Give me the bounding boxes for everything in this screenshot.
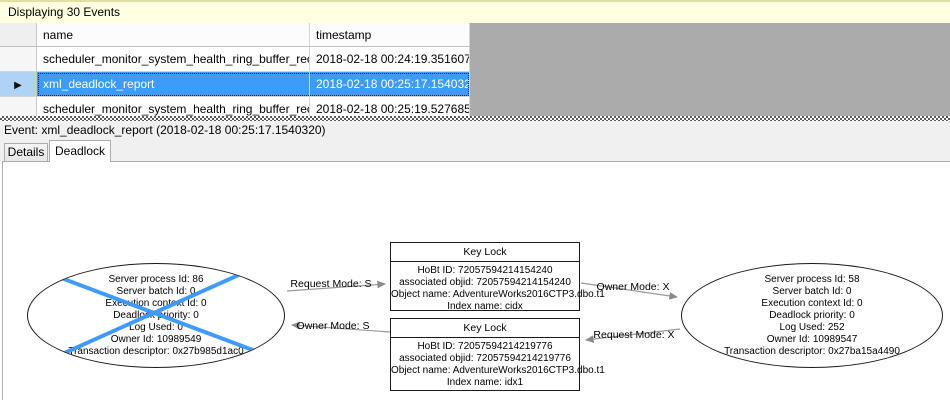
process-attr: Execution context Id: 0 xyxy=(761,297,863,309)
row-selector-cell[interactable] xyxy=(0,97,37,116)
process-attr: Transaction descriptor: 0x27ba15a4490 xyxy=(724,345,900,357)
grid-header-row: name timestamp xyxy=(0,23,950,47)
process-attr: Transaction descriptor: 0x27b985d1ac0 xyxy=(68,345,244,357)
resource-node-keylock-cidx: Key Lock HoBt ID: 72057594214154240 asso… xyxy=(390,242,605,312)
event-timestamp-cell[interactable]: 2018-02-18 00:25:17.1540320 xyxy=(310,72,470,97)
detail-tabstrip: Details Deadlock xyxy=(0,140,950,162)
event-name-cell[interactable]: scheduler_monitor_system_health_ring_buf… xyxy=(37,47,310,72)
column-header-name[interactable]: name xyxy=(37,23,310,47)
event-name-cell[interactable]: xml_deadlock_report xyxy=(37,72,310,97)
process-attr: Deadlock priority: 0 xyxy=(113,309,199,321)
event-name-cell[interactable]: scheduler_monitor_system_health_ring_buf… xyxy=(37,97,310,116)
resource-attr: HoBt ID: 72057594214154240 xyxy=(417,265,553,276)
events-grid: name timestamp scheduler_monitor_system_… xyxy=(0,23,950,116)
row-selector-header xyxy=(0,23,37,47)
process-attr: Server process Id: 58 xyxy=(764,273,860,285)
tab-deadlock[interactable]: Deadlock xyxy=(49,140,111,162)
resource-attr: Object name: AdventureWorks2016CTP3.dbo.… xyxy=(391,289,605,300)
event-row-selected[interactable]: ▶ xml_deadlock_report 2018-02-18 00:25:1… xyxy=(0,72,950,97)
edge-label-request-mode-s: Request Mode: S xyxy=(290,278,372,290)
process-attr: Server batch Id: 0 xyxy=(772,285,852,297)
event-timestamp-cell[interactable]: 2018-02-18 00:24:19.3516078 xyxy=(310,47,470,72)
event-timestamp-cell[interactable]: 2018-02-18 00:25:19.5276859 xyxy=(310,97,470,116)
resource-attr: Object name: AdventureWorks2016CTP3.dbo.… xyxy=(391,365,605,376)
resource-node-keylock-idx1: Key Lock HoBt ID: 72057594214219776 asso… xyxy=(390,318,605,391)
tab-details[interactable]: Details xyxy=(4,143,48,161)
current-row-arrow-icon: ▶ xyxy=(14,80,22,91)
process-attr: Owner Id: 10989549 xyxy=(110,333,202,345)
events-count-bar: Displaying 30 Events xyxy=(0,0,950,23)
process-attr: Execution context Id: 0 xyxy=(105,297,207,309)
row-selector-cell[interactable]: ▶ xyxy=(0,72,37,97)
column-header-timestamp[interactable]: timestamp xyxy=(310,23,470,47)
resource-attr: HoBt ID: 72057594214219776 xyxy=(417,341,553,352)
resource-attr: Index name: idx1 xyxy=(446,377,524,388)
events-count-label: Displaying 30 Events xyxy=(8,5,121,19)
edge-label-owner-mode-x: Owner Mode: X xyxy=(596,281,670,293)
process-attr: Deadlock priority: 0 xyxy=(769,309,855,321)
horizontal-splitter[interactable] xyxy=(0,116,950,121)
resource-attr: associated objid: 72057594214154240 xyxy=(399,277,571,288)
resource-title: Key Lock xyxy=(391,319,579,338)
resource-attr: Index name: cidx xyxy=(447,301,523,312)
process-node-victim: Server process Id: 86 Server batch Id: 0… xyxy=(27,263,285,368)
selected-event-label: Event: xml_deadlock_report (2018-02-18 0… xyxy=(4,123,326,137)
process-attr: Log Used: 252 xyxy=(779,321,845,333)
event-row[interactable]: scheduler_monitor_system_health_ring_buf… xyxy=(0,97,950,116)
process-node-owner: Server process Id: 58 Server batch Id: 0… xyxy=(681,263,943,368)
process-attr: Server process Id: 86 xyxy=(108,273,204,285)
resource-attr: associated objid: 72057594214219776 xyxy=(399,353,571,364)
edge-label-owner-mode-s: Owner Mode: S xyxy=(296,320,370,332)
selected-event-bar: Event: xml_deadlock_report (2018-02-18 0… xyxy=(0,121,950,140)
process-attr: Server batch Id: 0 xyxy=(116,285,196,297)
row-selector-cell[interactable] xyxy=(0,47,37,72)
edge-label-request-mode-x: Request Mode: X xyxy=(593,329,675,341)
process-attr: Log Used: 0 xyxy=(129,321,183,333)
event-row[interactable]: scheduler_monitor_system_health_ring_buf… xyxy=(0,47,950,72)
process-attr: Owner Id: 10989547 xyxy=(766,333,858,345)
resource-title: Key Lock xyxy=(391,243,579,262)
